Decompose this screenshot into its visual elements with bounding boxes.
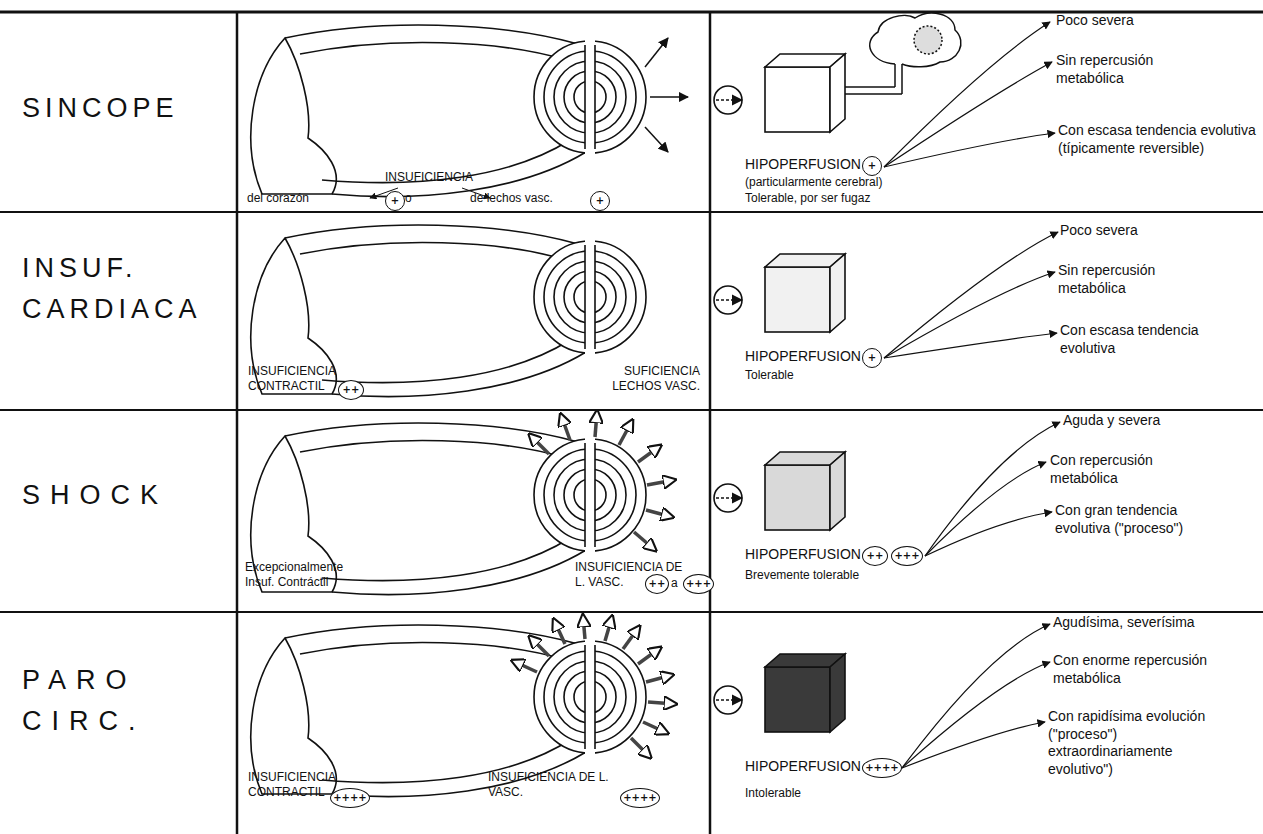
degree-sign: ++++ (865, 762, 899, 773)
part-label: INSUFICIENCIA DE L. VASC. (488, 770, 618, 800)
brain-sketch (845, 13, 961, 94)
degree-circle: ++++ (620, 788, 660, 808)
part-label: SUFICIENCIA LECHOS VASC. (585, 364, 700, 394)
outcome-label: Con repercusión metabólica (1050, 452, 1200, 487)
part-label: Excepcionalmente Insuf. Contráctil (245, 560, 370, 590)
row-label: PARO CIRC. (22, 660, 182, 741)
state-note: Intolerable (745, 786, 801, 801)
outcome-arrows (884, 22, 1060, 768)
outcome-label: Agudísima, severísima (1053, 614, 1195, 632)
outcome-label: Con escasa tendencia evolutiva (1060, 322, 1220, 357)
part-label: del corazón (247, 191, 309, 206)
degree-circle: + (862, 156, 882, 176)
part-label: INSUFICIENCIA (385, 170, 473, 185)
degree-circle: + (385, 191, 405, 211)
row-label: INSUF. CARDIACA (22, 248, 237, 329)
part-label: o (405, 191, 412, 206)
outcome-label: Sin repercusión metabólica (1056, 52, 1196, 87)
state-label: HIPOPERFUSION (745, 156, 861, 174)
outcome-label: Con gran tendencia evolutiva ("proceso") (1055, 502, 1230, 537)
state-label: HIPOPERFUSION (745, 546, 861, 564)
part-label: a (671, 576, 678, 591)
degree-sign: +++ (686, 578, 711, 589)
row-label: SHOCK (22, 475, 168, 516)
tissue-cube (714, 54, 845, 732)
table-grid (0, 12, 1263, 834)
degree-circle: +++ (891, 546, 923, 566)
vascular-arrows (530, 412, 674, 550)
degree-circle: + (862, 348, 882, 368)
degree-sign: + (868, 352, 876, 363)
degree-sign: ++++ (623, 792, 657, 803)
degree-circle: ++ (862, 546, 888, 566)
outcome-label: Sin repercusión metabólica (1058, 262, 1198, 297)
state-label: HIPOPERFUSION (745, 348, 861, 366)
degree-sign: + (596, 195, 604, 206)
state-note: Brevemente tolerable (745, 568, 859, 583)
outcome-label: Con enorme repercusión metabólica (1053, 652, 1228, 687)
degree-sign: + (391, 195, 399, 206)
part-label: de lechos vasc. (470, 191, 553, 206)
degree-circle: ++ (645, 574, 669, 594)
degree-circle: ++ (338, 380, 364, 400)
outcome-label: Aguda y severa (1063, 412, 1160, 430)
state-note: (particularmente cerebral) (745, 175, 882, 190)
vascular-arrows (370, 38, 688, 198)
row-label: SINCOPE (22, 88, 179, 129)
degree-sign: +++ (894, 550, 919, 561)
state-note: Tolerable, por ser fugaz (745, 191, 870, 206)
degree-sign: + (868, 160, 876, 171)
circulation-sketch (251, 25, 646, 797)
vascular-arrows (513, 616, 675, 757)
degree-sign: ++ (343, 384, 360, 395)
state-note: Tolerable (745, 368, 794, 383)
degree-circle: ++++ (862, 758, 902, 778)
outcome-label: Con escasa tendencia evolutiva (típicame… (1058, 122, 1258, 157)
outcome-label: Con rapidísima evolución ("proceso") ext… (1048, 708, 1233, 778)
degree-sign: ++++ (333, 792, 367, 803)
degree-sign: ++ (867, 550, 884, 561)
outcome-label: Poco severa (1056, 12, 1134, 30)
state-label: HIPOPERFUSION (745, 758, 861, 776)
degree-circle: ++++ (330, 788, 370, 808)
degree-circle: + (590, 191, 610, 211)
outcome-label: Poco severa (1060, 222, 1138, 240)
degree-circle: +++ (683, 574, 714, 594)
degree-sign: ++ (649, 578, 666, 589)
